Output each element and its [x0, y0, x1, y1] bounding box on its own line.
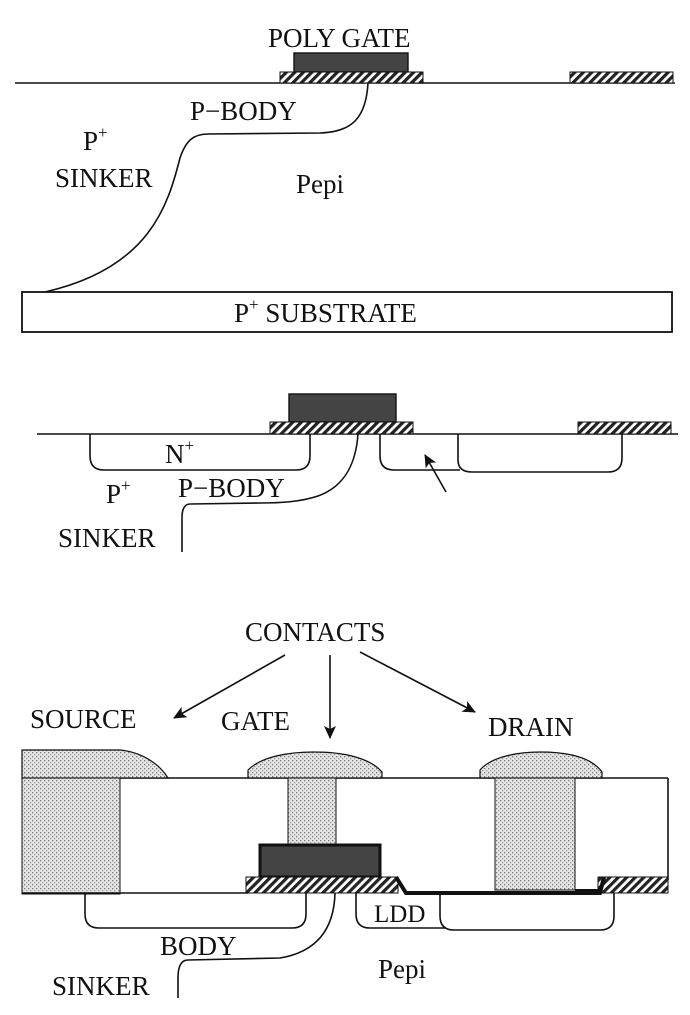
p-plus-label: P+: [83, 123, 108, 156]
pepi-label-3: Pepi: [378, 954, 426, 984]
drain-contact-cap: [479, 751, 603, 779]
source-contact-plug: [21, 777, 121, 895]
poly-gate-3: [258, 843, 382, 879]
gate-contact-plug: [287, 777, 337, 847]
panel-2-implant-structure: N+ P+ P−BODY SINKER: [37, 393, 678, 553]
drain-silicide: [394, 875, 606, 895]
drain-region-3: [439, 893, 615, 931]
body-junction-3: [177, 892, 336, 998]
poly-gate-label: POLY GATE: [268, 23, 411, 53]
panel-3-contacts-structure: CONTACTS SOURCE GATE DRAIN LDD BODY Pepi…: [21, 617, 669, 1001]
gate-oxide-3: [245, 876, 399, 894]
ldd-region-3: [355, 893, 446, 929]
contacts-label: CONTACTS: [245, 617, 385, 647]
source-contact-cap: [21, 749, 170, 779]
source-contact-arrow: [173, 654, 286, 719]
substrate-label: P+ SUBSTRATE: [234, 295, 417, 328]
p-body-junction: [44, 82, 369, 293]
drain-region: [457, 434, 623, 473]
n-plus-label: N+: [165, 436, 194, 469]
drain-contact-arrow: [359, 651, 476, 713]
ldd-region: [379, 434, 460, 471]
sinker-label-2: SINKER: [58, 523, 156, 553]
gate-oxide-2: [269, 421, 414, 435]
gate-contact-cap: [247, 751, 383, 779]
pepi-label: Pepi: [296, 169, 344, 199]
poly-gate: [293, 52, 409, 73]
poly-gate-2: [288, 393, 397, 423]
gate-oxide: [279, 71, 424, 84]
field-oxide-3: [597, 876, 669, 894]
ldd-label: LDD: [374, 901, 425, 928]
drain-label: DRAIN: [488, 712, 574, 742]
body-label: BODY: [160, 931, 237, 961]
p-body-label: P−BODY: [190, 96, 297, 126]
sinker-label: SINKER: [55, 163, 153, 193]
gate-label: GATE: [221, 706, 290, 736]
p-body-junction-2: [181, 433, 359, 552]
source-region-3: [84, 893, 307, 929]
p-plus-label-2: P+: [106, 476, 131, 509]
p-plus-substrate: [21, 291, 673, 333]
field-oxide-2: [577, 421, 672, 435]
p-body-label-2: P−BODY: [178, 473, 285, 503]
field-oxide: [569, 71, 674, 84]
drain-contact-plug: [494, 777, 576, 891]
panel-1-initial-structure: POLY GATE P−BODY P+ SINKER Pepi P+ SUBST…: [15, 23, 675, 333]
source-label: SOURCE: [30, 704, 137, 734]
n-plus-source-region: [89, 434, 311, 471]
ldd-pointer-arrow: [424, 454, 447, 493]
sinker-label-3: SINKER: [52, 971, 150, 1001]
